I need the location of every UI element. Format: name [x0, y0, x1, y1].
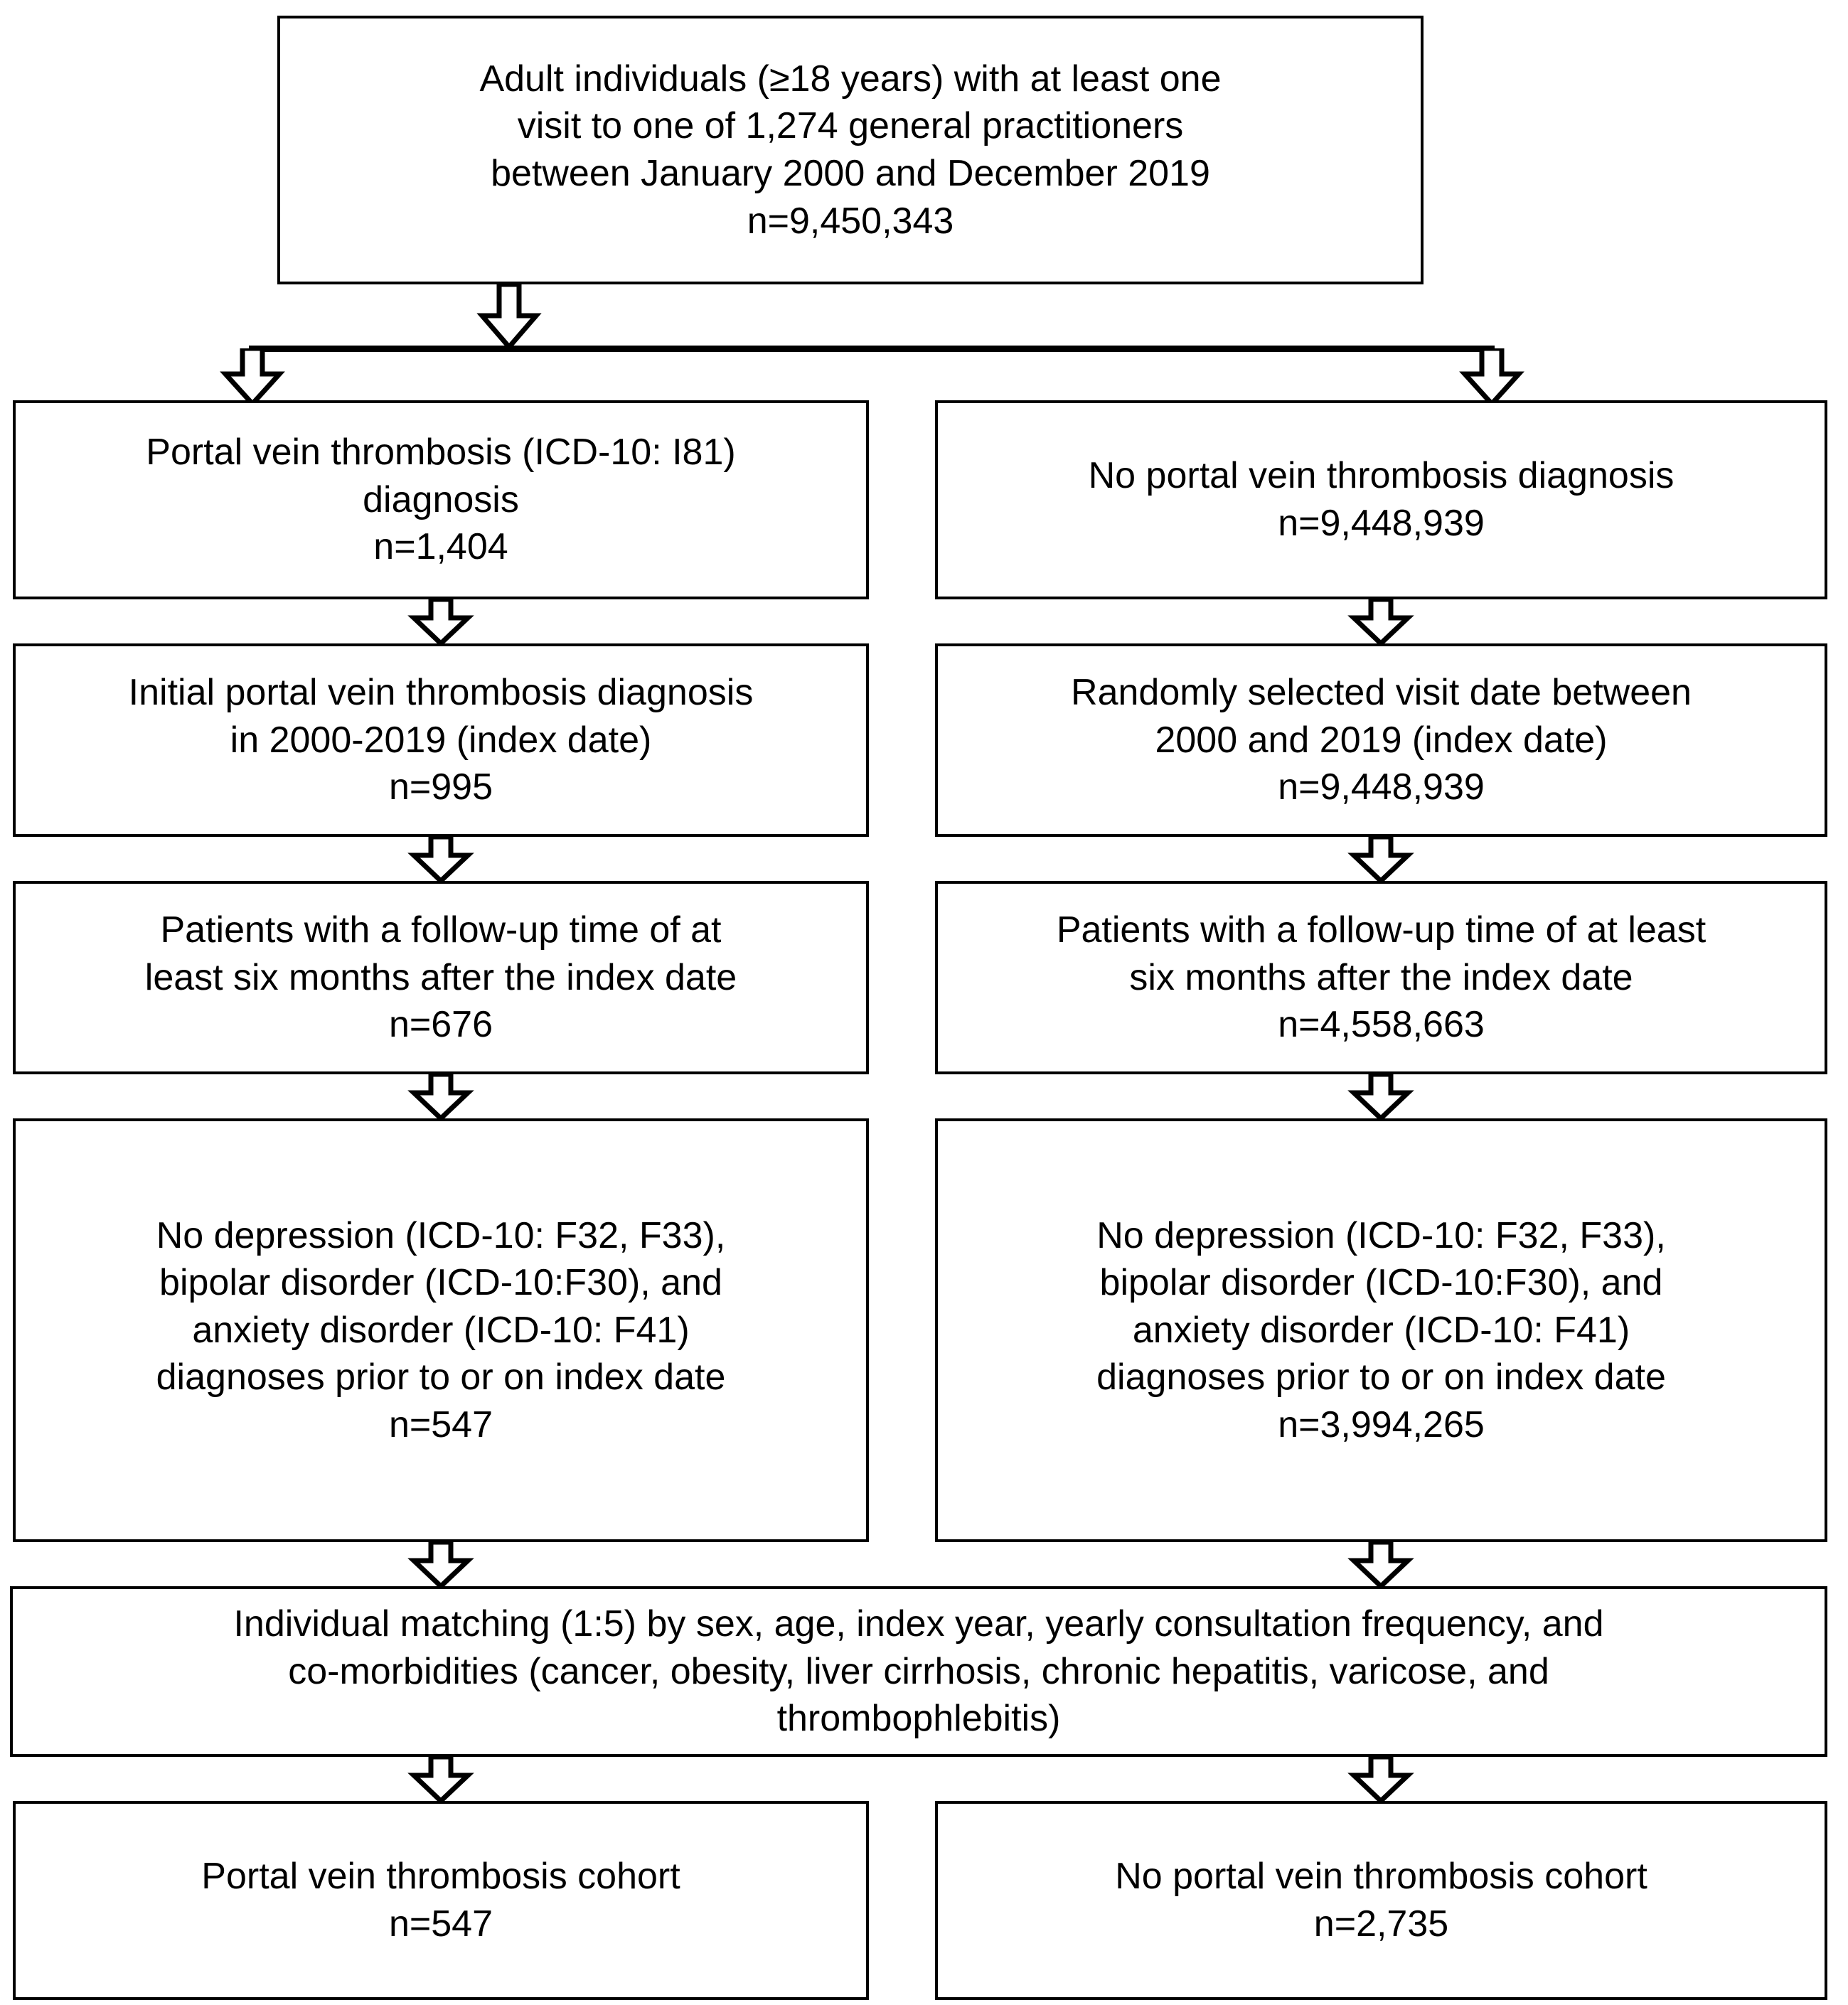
node-left-initial-diagnosis: Initial portal vein thrombosis diagnosis… [13, 643, 869, 837]
node-right-random-visit-date-label: Randomly selected visit date between 200… [1071, 672, 1692, 808]
node-individual-matching: Individual matching (1:5) by sex, age, i… [10, 1586, 1827, 1757]
node-left-followup-label: Patients with a follow-up time of at lea… [144, 909, 737, 1046]
arrow-matching-to-final-right [1345, 1757, 1416, 1802]
node-source-population: Adult individuals (≥18 years) with at le… [277, 16, 1424, 284]
node-left-followup: Patients with a follow-up time of at lea… [13, 881, 869, 1074]
arrow-right-4-to-matching [1345, 1542, 1416, 1588]
arrow-matching-to-final-left [405, 1757, 476, 1802]
node-right-followup-label: Patients with a follow-up time of at lea… [1056, 909, 1707, 1046]
arrow-left-4-to-matching [405, 1542, 476, 1588]
node-left-no-psych-diagnoses: No depression (ICD-10: F32, F33), bipola… [13, 1118, 869, 1542]
node-right-no-pvt-diagnosis: No portal vein thrombosis diagnosis n=9,… [935, 400, 1827, 599]
node-left-no-psych-diagnoses-label: No depression (ICD-10: F32, F33), bipola… [156, 1214, 726, 1445]
node-final-no-pvt-cohort: No portal vein thrombosis cohort n=2,735 [935, 1801, 1827, 2000]
node-right-no-pvt-diagnosis-label: No portal vein thrombosis diagnosis n=9,… [1088, 455, 1675, 544]
node-right-no-psych-diagnoses: No depression (ICD-10: F32, F33), bipola… [935, 1118, 1827, 1542]
arrow-right-3-to-4 [1345, 1074, 1416, 1120]
arrow-split-to-left-branch [217, 348, 288, 405]
arrow-left-1-to-2 [405, 599, 476, 645]
node-final-pvt-cohort-label: Portal vein thrombosis cohort n=547 [201, 1856, 680, 1945]
arrow-right-2-to-3 [1345, 837, 1416, 882]
arrow-right-1-to-2 [1345, 599, 1416, 645]
node-final-pvt-cohort: Portal vein thrombosis cohort n=547 [13, 1801, 869, 2000]
node-right-no-psych-diagnoses-label: No depression (ICD-10: F32, F33), bipola… [1096, 1214, 1666, 1445]
node-final-no-pvt-cohort-label: No portal vein thrombosis cohort n=2,735 [1115, 1856, 1647, 1945]
node-individual-matching-label: Individual matching (1:5) by sex, age, i… [233, 1603, 1604, 1740]
arrow-left-2-to-3 [405, 837, 476, 882]
node-left-pvt-diagnosis: Portal vein thrombosis (ICD-10: I81) dia… [13, 400, 869, 599]
split-bar [249, 346, 1495, 352]
arrow-split-to-right-branch [1456, 348, 1527, 405]
arrow-left-3-to-4 [405, 1074, 476, 1120]
node-left-pvt-diagnosis-label: Portal vein thrombosis (ICD-10: I81) dia… [146, 432, 736, 568]
node-left-initial-diagnosis-label: Initial portal vein thrombosis diagnosis… [128, 672, 754, 808]
node-source-population-label: Adult individuals (≥18 years) with at le… [479, 58, 1222, 242]
arrow-source-to-split [474, 284, 545, 348]
node-right-followup: Patients with a follow-up time of at lea… [935, 881, 1827, 1074]
node-right-random-visit-date: Randomly selected visit date between 200… [935, 643, 1827, 837]
